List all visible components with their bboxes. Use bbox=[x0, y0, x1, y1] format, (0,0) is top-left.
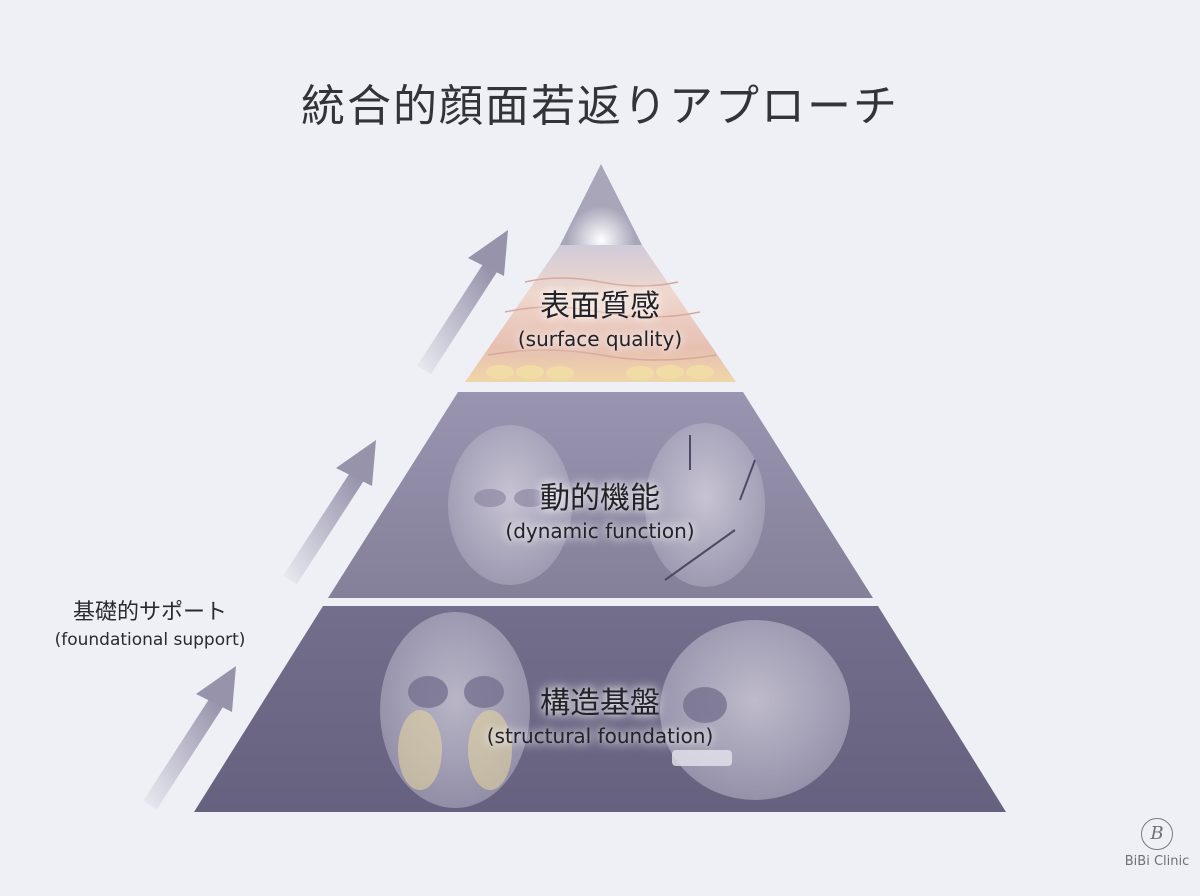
tier-structural bbox=[194, 606, 1006, 812]
face-front-muscle bbox=[448, 425, 572, 585]
tier-label-dynamic-en: (dynamic function) bbox=[505, 519, 695, 543]
tier-label-dynamic: 動的機能 (dynamic function) bbox=[460, 480, 740, 544]
arrow-top bbox=[417, 230, 508, 375]
clinic-logo: B BiBi Clinic bbox=[1122, 818, 1192, 869]
page-title: 統合的顔面若返りアプローチ bbox=[301, 81, 899, 132]
tier-dynamic bbox=[328, 392, 873, 598]
side-label-en: (foundational support) bbox=[54, 630, 246, 650]
tier-label-dynamic-jp: 動的機能 bbox=[540, 481, 660, 516]
tier-label-surface-jp: 表面質感 bbox=[540, 289, 660, 324]
tier-label-structural: 構造基盤 (structural foundation) bbox=[455, 685, 745, 749]
logo-mark: B bbox=[1141, 818, 1173, 850]
tier-surface bbox=[465, 245, 736, 382]
logo-name: BiBi Clinic bbox=[1124, 854, 1190, 869]
tier-label-surface-en: (surface quality) bbox=[517, 327, 683, 351]
arrow-bottom bbox=[143, 666, 236, 810]
side-label: 基礎的サポート (foundational support) bbox=[30, 598, 270, 652]
face-side-muscle bbox=[645, 423, 765, 587]
arrow-middle bbox=[283, 440, 376, 585]
side-label-jp: 基礎的サポート bbox=[72, 600, 227, 625]
tier-label-structural-jp: 構造基盤 bbox=[540, 686, 660, 721]
tier-label-surface: 表面質感 (surface quality) bbox=[480, 288, 720, 352]
tier-label-structural-en: (structural foundation) bbox=[486, 724, 714, 748]
